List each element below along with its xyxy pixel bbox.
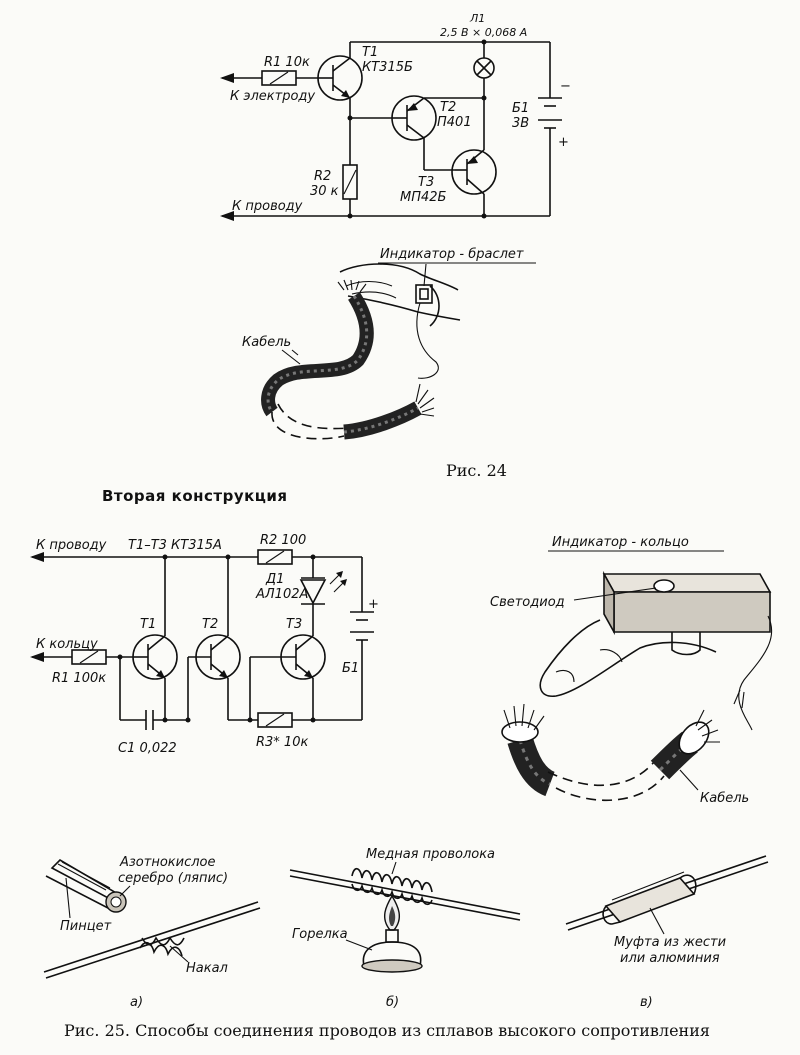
t3-label-2: T3 xyxy=(286,617,302,632)
battery-plus-label: + xyxy=(368,597,379,612)
sleeve-label-2: или алюминия xyxy=(620,951,720,966)
r2-value-label: 30 к xyxy=(310,184,339,199)
t3-label: T3 xyxy=(418,175,434,190)
b1-label: Б1 xyxy=(512,101,529,116)
led-label: Светодиод xyxy=(490,595,565,610)
t1-label: T1 xyxy=(362,45,378,60)
r3-label: R3* 10к xyxy=(256,735,308,750)
ring-indicator-title: Индикатор - кольцо xyxy=(552,535,689,550)
t1-type-label: КТ315Б xyxy=(362,60,413,75)
method-a-labels: Азотнокислое серебро (ляпис) Пинцет Нака… xyxy=(60,855,228,1010)
to-wire-label-2: К проводу xyxy=(36,538,107,553)
r2-label: R2 xyxy=(314,169,331,184)
fig24-illustration-labels: Индикатор - браслет Кабель xyxy=(242,247,536,365)
ring-labels: Индикатор - кольцо Светодиод Кабель xyxy=(490,535,749,806)
second-construction-heading: Вторая конструкция xyxy=(102,487,288,505)
fig25-caption: Рис. 25. Способы соединения проводов из … xyxy=(64,1021,710,1040)
d1-label: Д1 xyxy=(265,572,284,587)
fig25-circuit-labels: К проводу T1–T3 КТ315А R2 100 Д1 АЛ102А … xyxy=(36,533,379,756)
method-c-letter: в) xyxy=(640,995,653,1010)
method-b-letter: б) xyxy=(386,995,399,1010)
transistor-types-label: T1–T3 КТ315А xyxy=(128,538,222,553)
to-electrode-label: К электроду xyxy=(230,89,315,104)
t1-label-2: T1 xyxy=(140,617,156,632)
method-a-letter: а) xyxy=(130,995,143,1010)
bracelet-title: Индикатор - браслет xyxy=(380,247,524,262)
b1-voltage-label: 3В xyxy=(512,116,529,131)
c1-label: С1 0,022 xyxy=(118,741,177,756)
r2-label-2: R2 100 xyxy=(260,533,306,548)
t3-type-label: МП42Б xyxy=(400,190,447,205)
cable-label-2: Кабель xyxy=(700,791,749,806)
method-b-labels: Медная проволока Горелка б) xyxy=(292,847,495,1010)
r1-label-2: R1 100к xyxy=(52,671,106,686)
ring-illustration xyxy=(501,570,773,802)
method-b-illustration xyxy=(289,867,521,973)
b1-minus-label: − xyxy=(560,79,571,94)
silver-nitrate-label: Азотнокислое xyxy=(119,855,216,870)
fig24-caption: Рис. 24 xyxy=(446,461,507,480)
d1-type-label: АЛ102А xyxy=(255,587,308,602)
sleeve-label: Муфта из жести xyxy=(614,935,726,950)
tweezers-label: Пинцет xyxy=(60,919,112,934)
copper-wire-label: Медная проволока xyxy=(366,847,495,862)
method-c-illustration xyxy=(565,855,769,931)
burner-label: Горелка xyxy=(292,927,348,942)
l1-label: Л1 xyxy=(469,12,485,25)
fig25-circuit xyxy=(30,549,374,730)
b1-plus-label: + xyxy=(558,135,569,150)
t2-label: T2 xyxy=(440,100,456,115)
l1-rating-label: 2,5 В × 0,068 А xyxy=(440,26,527,39)
bracelet-illustration xyxy=(261,263,461,440)
fig24-labels: R1 10к К электроду T1 КТ315Б Л1 2,5 В × … xyxy=(230,12,571,214)
method-a-illustration xyxy=(43,858,261,979)
method-c-labels: Муфта из жести или алюминия в) xyxy=(614,907,726,1010)
to-wire-label: К проводу xyxy=(232,199,303,214)
filament-label: Накал xyxy=(186,961,228,976)
to-ring-label: К кольцу xyxy=(36,637,98,652)
t2-type-label: П401 xyxy=(437,115,472,130)
t2-label-2: T2 xyxy=(202,617,218,632)
cable-label: Кабель xyxy=(242,335,291,350)
fig24-circuit xyxy=(220,39,562,221)
b1-label-2: Б1 xyxy=(342,661,359,676)
r1-label: R1 10к xyxy=(264,55,310,70)
silver-nitrate-label-2: серебро (ляпис) xyxy=(118,871,228,886)
